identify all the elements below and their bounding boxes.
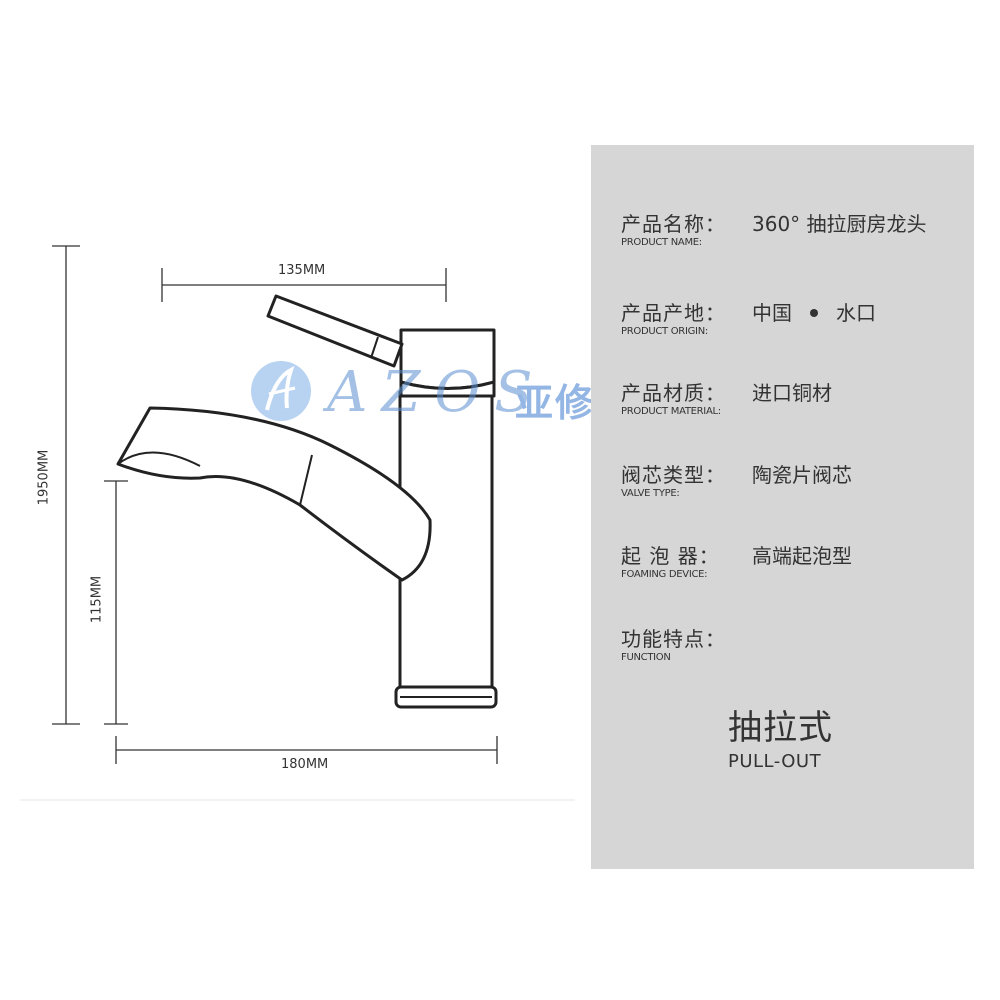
spec-row-material: 产品材质： 进口铜材 PRODUCT MATERIAL: bbox=[621, 377, 832, 417]
spec-en-label: FOAMING DEVICE: bbox=[621, 569, 708, 580]
spec-label: 起 泡 器： bbox=[621, 544, 720, 568]
spec-value: 360° 抽拉厨房龙头 bbox=[752, 212, 927, 236]
spec-row-function: 功能特点： FUNCTION bbox=[621, 623, 726, 663]
spec-label: 产品名称： bbox=[621, 212, 726, 236]
spec-label: 阀芯类型： bbox=[621, 463, 726, 487]
spec-panel: 产品名称： 360° 抽拉厨房龙头 PRODUCT NAME: 产品产地： 中国… bbox=[591, 145, 974, 869]
spec-row-origin: 产品产地： 中国 水口 PRODUCT ORIGIN: bbox=[621, 297, 876, 337]
spec-row-product-name: 产品名称： 360° 抽拉厨房龙头 PRODUCT NAME: bbox=[621, 208, 927, 248]
spec-row-valve: 阀芯类型： 陶瓷片阀芯 VALVE TYPE: bbox=[621, 459, 852, 499]
spec-value: 中国 水口 bbox=[752, 297, 876, 326]
spout-height-label: 115MM bbox=[89, 575, 105, 624]
faucet-dimension-drawing bbox=[20, 245, 575, 801]
total-width-label: 180MM bbox=[281, 757, 329, 772]
spec-en-label: VALVE TYPE: bbox=[621, 488, 680, 499]
spec-en-label: PRODUCT ORIGIN: bbox=[621, 326, 708, 337]
total-height-label: 1950MM bbox=[36, 449, 52, 506]
faucet-outline bbox=[116, 294, 498, 709]
origin-country: 中国 bbox=[752, 301, 792, 325]
handle-width-label: 135MM bbox=[278, 263, 326, 278]
spec-en-label: FUNCTION bbox=[621, 652, 671, 663]
spec-value: 陶瓷片阀芯 bbox=[752, 463, 852, 487]
spec-row-foaming: 起 泡 器： 高端起泡型 FOAMING DEVICE: bbox=[621, 540, 852, 580]
spec-label: 产品材质： bbox=[621, 381, 726, 405]
origin-city: 水口 bbox=[836, 301, 876, 325]
spec-label: 产品产地： bbox=[621, 301, 726, 325]
spec-en-label: PRODUCT NAME: bbox=[621, 237, 702, 248]
spec-label: 功能特点： bbox=[621, 627, 726, 651]
feature-subtitle: PULL-OUT bbox=[728, 751, 822, 772]
spec-value: 进口铜材 bbox=[752, 381, 832, 405]
spec-value: 高端起泡型 bbox=[752, 544, 852, 568]
bullet-dot-icon bbox=[810, 309, 818, 317]
spec-en-label: PRODUCT MATERIAL: bbox=[621, 406, 721, 417]
feature-title: 抽拉式 bbox=[728, 708, 833, 748]
